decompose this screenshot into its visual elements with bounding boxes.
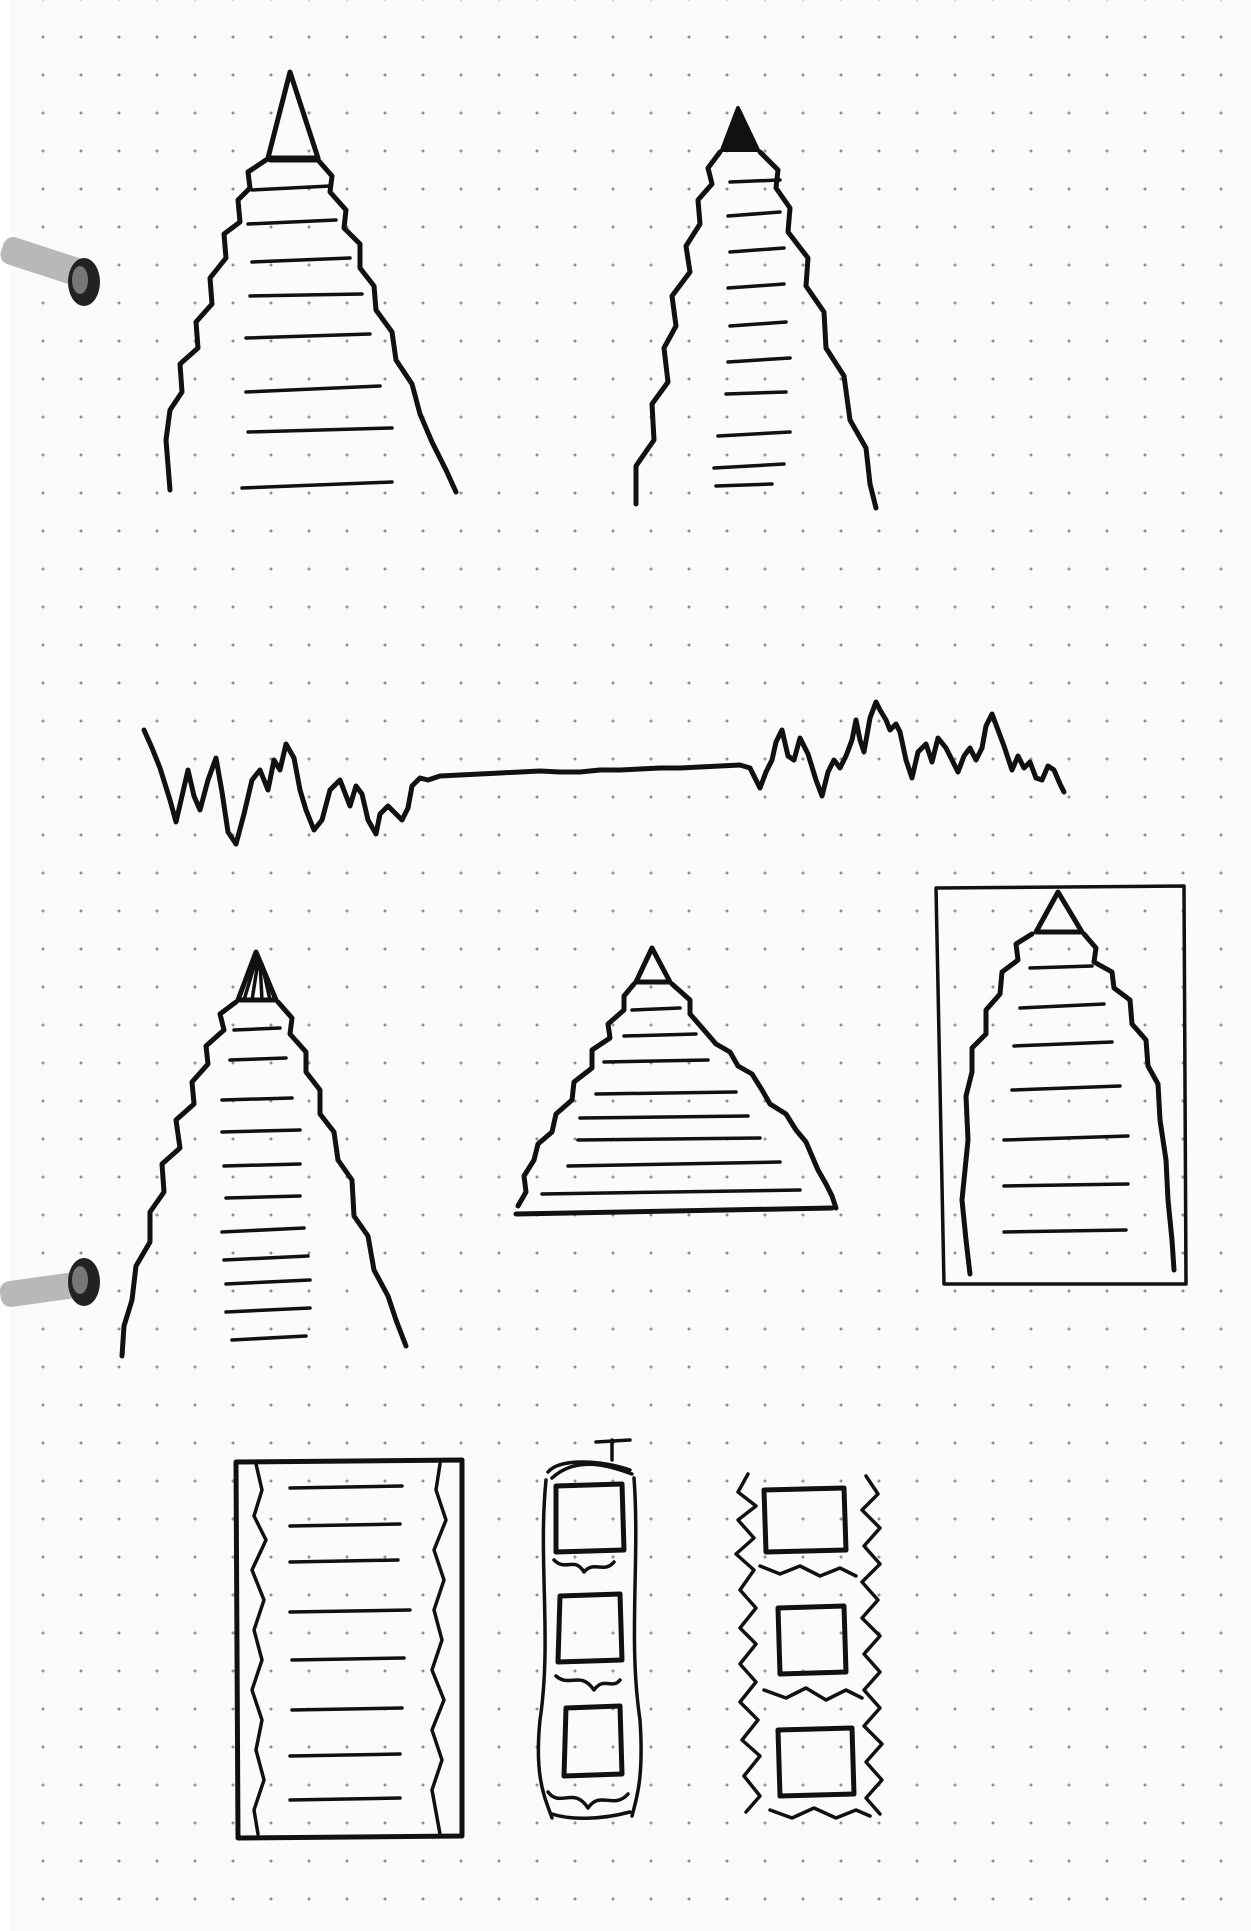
zigzag-squares-column-sketch	[736, 1474, 882, 1818]
stacked-squares-column-sketch	[538, 1440, 641, 1818]
pyramid-sketch-outline-top	[166, 72, 456, 492]
pyramid-sketch-filled-top	[636, 108, 876, 508]
binder-ring-icon	[0, 1258, 100, 1308]
waveform-sketch	[144, 702, 1064, 844]
framed-list-sketch	[236, 1460, 462, 1838]
pyramid-sketch-in-frame	[936, 886, 1186, 1284]
binder-ring-icon	[0, 234, 100, 306]
pyramid-sketch-small-top	[122, 952, 406, 1356]
wide-pyramid-sketch-on-baseline	[516, 948, 836, 1214]
